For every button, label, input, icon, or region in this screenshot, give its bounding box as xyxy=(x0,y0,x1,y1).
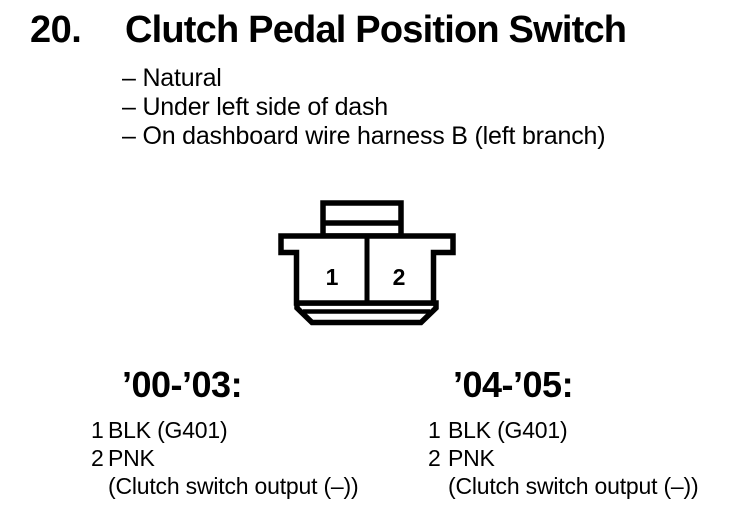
wire-color: PNK xyxy=(448,445,495,471)
wire-function: (Clutch switch output (–)) xyxy=(108,473,359,499)
wire-description: PNK (Clutch switch output (–)) xyxy=(108,444,359,500)
pin-row: 2 PNK (Clutch switch output (–)) xyxy=(428,444,699,500)
pin-2-label: 2 xyxy=(393,264,406,290)
pin-row: 2 PNK (Clutch switch output (–)) xyxy=(91,444,359,500)
wire-description: BLK (G401) xyxy=(108,416,228,444)
pinout-00-03-heading: ’00-’03: xyxy=(122,364,243,405)
pinout-00-03-rows: 1 BLK (G401) 2 PNK (Clutch switch output… xyxy=(91,416,359,500)
pin-number: 1 xyxy=(428,417,441,443)
pinout-04-05-rows: 1 BLK (G401) 2 PNK (Clutch switch output… xyxy=(428,416,699,500)
note-item: – Natural xyxy=(122,64,222,92)
note-item: – On dashboard wire harness B (left bran… xyxy=(122,122,606,150)
pin-1-label: 1 xyxy=(326,264,339,290)
notes-list: – Natural – Under left side of dash – On… xyxy=(122,64,606,151)
wire-description: PNK (Clutch switch output (–)) xyxy=(448,444,699,500)
note-item: – Under left side of dash xyxy=(122,93,388,121)
wire-color: BLK (G401) xyxy=(108,417,228,443)
item-number: 20. xyxy=(30,9,82,51)
pinout-04-05: ’04-’05: 1 BLK (G401) 2 PNK (Clutch swit… xyxy=(428,364,699,500)
pin-number: 1 xyxy=(91,417,104,443)
connector-drawing: 1 2 xyxy=(278,200,456,326)
wire-color: PNK xyxy=(108,445,155,471)
connector-diagram: 1 2 xyxy=(270,195,470,330)
pin-number: 2 xyxy=(91,445,104,471)
wire-color: BLK (G401) xyxy=(448,417,568,443)
wire-function: (Clutch switch output (–)) xyxy=(448,473,699,499)
pin-number: 2 xyxy=(428,445,441,471)
pinout-04-05-heading: ’04-’05: xyxy=(453,364,574,405)
pin-row: 1 BLK (G401) xyxy=(428,416,698,444)
connector-base xyxy=(294,300,439,326)
page-title: Clutch Pedal Position Switch xyxy=(125,9,627,51)
wire-description: BLK (G401) xyxy=(448,416,568,444)
pinout-00-03: ’00-’03: 1 BLK (G401) 2 PNK (Clutch swit… xyxy=(91,364,359,500)
pin-row: 1 BLK (G401) xyxy=(91,416,358,444)
connector-latch-tab xyxy=(320,200,404,239)
